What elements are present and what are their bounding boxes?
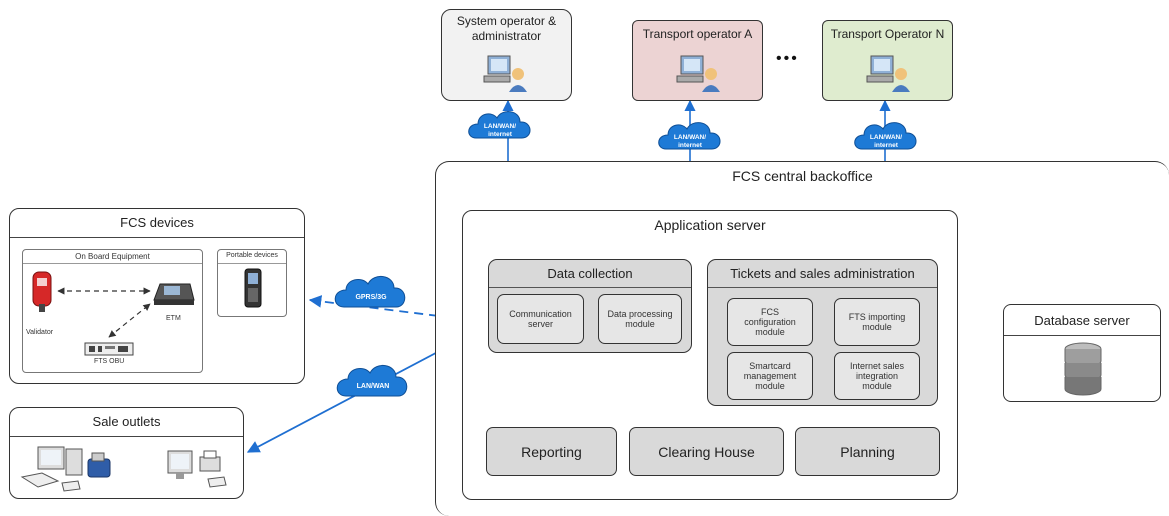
module-communication-server: Communication server [497,294,584,344]
module-internet-sales: Internet sales integration module [834,352,920,400]
module-clearing-house: Clearing House [629,427,784,476]
devices-title: FCS devices [120,215,194,230]
cloud-lan-wan-internet-2 [658,122,721,150]
pos-terminal-icon [20,446,111,492]
module-planning: Planning [795,427,940,476]
cloud-label-gprs: GPRS/3G [355,294,387,301]
etm-icon [153,283,195,305]
operator-box-system: System operator & administrator [441,9,572,101]
operator-box-a: Transport operator A [632,20,763,101]
module-fcs-configuration: FCS configuration module [727,298,813,346]
database-icon [1064,342,1102,396]
validator-label: Validator [26,329,54,336]
module-smartcard-management: Smartcard management module [727,352,813,400]
cloud-lan-wan-internet-3 [854,122,917,150]
backoffice-title: FCS central backoffice [732,168,873,184]
pc-printer-icon [167,450,227,488]
workstation-icon [676,55,720,92]
data-collection-title: Data collection [547,266,633,281]
cloud-lan-wan [336,365,408,397]
module-data-processing: Data processing module [598,294,682,344]
operator-box-n: Transport Operator N [822,20,953,101]
cloud-label: LAN/WAN/ internet [869,134,903,149]
validator-icon [32,271,52,312]
handheld-icon [244,268,262,308]
database-title: Database server [1034,313,1130,328]
workstation-icon [483,55,527,92]
database-server: Database server [1003,304,1161,402]
workstation-icon [866,55,910,92]
operator-label: Transport operator A [642,27,753,41]
etm-label: ETM [166,315,181,322]
onboard-title: On Board Equipment [75,252,150,261]
obu-label: FTS OBU [94,358,125,365]
cloud-gprs [334,276,406,308]
module-fts-importing: FTS importing module [834,298,920,346]
portable-devices: Portable devices [217,249,287,317]
cloud-lan-wan-internet-1 [468,111,531,139]
cloud-label: LAN/WAN/ internet [483,123,517,138]
operator-label: System operator & administrator [456,14,557,43]
tickets-admin-title: Tickets and sales administration [730,266,915,281]
ellipsis: ••• [776,50,799,67]
sale-outlets-title: Sale outlets [92,414,161,429]
cloud-label-lan-wan: LAN/WAN [356,383,390,390]
operator-label: Transport Operator N [830,27,945,41]
obu-icon [84,342,134,356]
module-reporting: Reporting [486,427,617,476]
app-server-title: Application server [654,217,766,233]
cloud-label: LAN/WAN/ internet [673,134,707,149]
portable-title: Portable devices [226,252,278,259]
